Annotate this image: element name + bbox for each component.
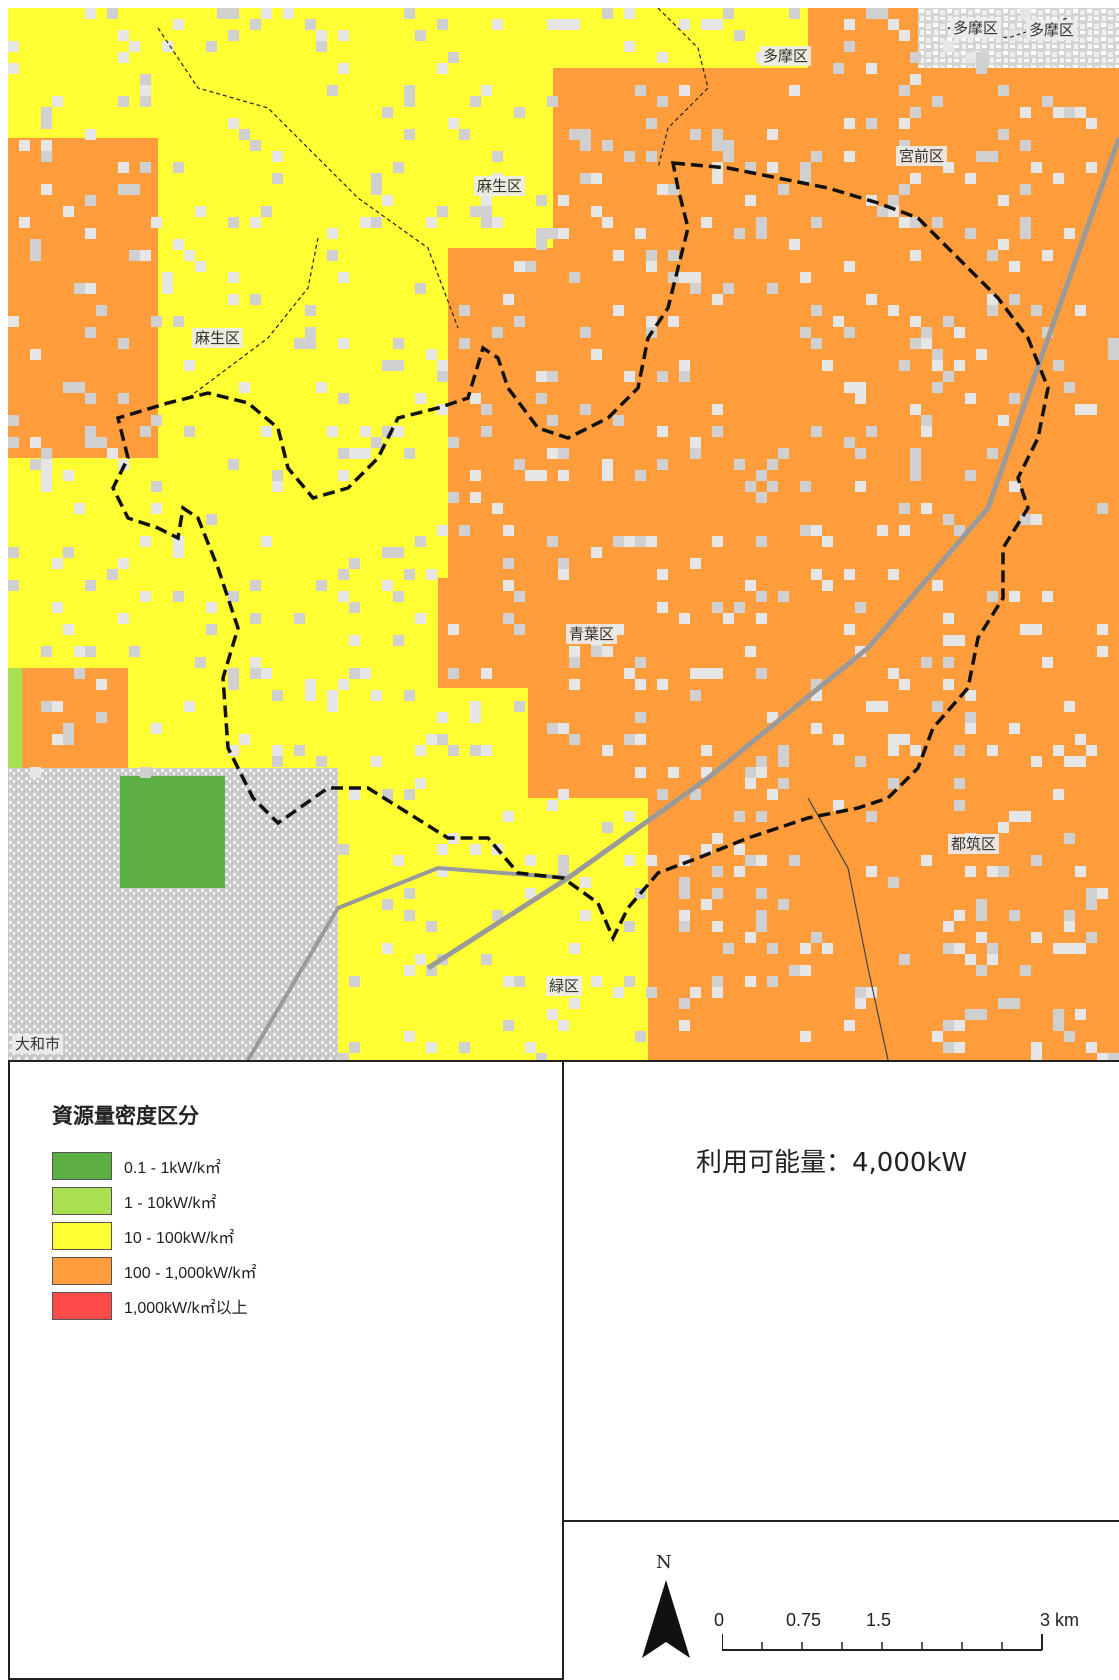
scale-tick-label: 3 km <box>1040 1610 1080 1630</box>
legend-title: 資源量密度区分 <box>52 1104 199 1128</box>
scale-tick-label: 1.5 <box>866 1610 892 1630</box>
scale-tick-label: 0.75 <box>786 1610 822 1630</box>
district-label-yamato: 大和市 <box>12 1034 64 1054</box>
district-label-miyamae: 宮前区 <box>896 146 948 166</box>
district-label-aoba: 青葉区 <box>566 624 618 644</box>
district-label-tama-3: 多摩区 <box>760 46 812 66</box>
district-label-midori: 緑区 <box>546 976 583 996</box>
legend-swatch <box>52 1257 112 1285</box>
ward-boundary <box>157 27 459 329</box>
aoba-ward-boundary <box>111 161 1050 943</box>
ward-boundary-3 <box>657 8 709 169</box>
info-panel: 利用可能量：4,000kW <box>562 1060 1119 1522</box>
map-canvas <box>8 8 1119 1060</box>
legend-item: 10 - 100kW/k㎡ <box>52 1222 235 1250</box>
north-arrow-icon <box>642 1580 690 1658</box>
legend-label: 10 - 100kW/k㎡ <box>124 1230 235 1247</box>
legend-item: 100 - 1,000kW/k㎡ <box>52 1257 257 1285</box>
legend-label: 100 - 1,000kW/k㎡ <box>124 1265 257 1282</box>
scale-panel: N 0 0.75 1.5 3 km <box>562 1520 1119 1680</box>
legend-item: 0.1 - 1kW/k㎡ <box>52 1152 221 1180</box>
district-label-asao-2: 麻生区 <box>192 328 244 348</box>
rail-line <box>426 137 1119 971</box>
north-label: N <box>656 1552 672 1573</box>
legend-item: 1 - 10kW/k㎡ <box>52 1187 217 1215</box>
legend-label: 1,000kW/k㎡以上 <box>124 1300 248 1317</box>
legend-panel: 資源量密度区分 0.1 - 1kW/k㎡ 1 - 10kW/k㎡ 10 - 10… <box>8 1060 564 1680</box>
legend-swatch <box>52 1152 112 1180</box>
river-line <box>807 797 889 1060</box>
urban-speckles <box>8 8 1119 1060</box>
legend-item: 1,000kW/k㎡以上 <box>52 1292 248 1320</box>
district-label-asao-1: 麻生区 <box>474 176 526 196</box>
zone-0.1-1 <box>120 776 225 888</box>
available-capacity-text: 利用可能量：4,000kW <box>696 1148 968 1178</box>
legend-swatch <box>52 1292 112 1320</box>
legend-swatch <box>52 1222 112 1250</box>
map-view[interactable]: 多摩区 多摩区 多摩区 宮前区 麻生区 麻生区 青葉区 都筑区 緑区 大和市 <box>8 8 1119 1060</box>
road-line <box>246 865 569 1060</box>
district-label-tsuzuki: 都筑区 <box>948 834 1000 854</box>
legend-label: 0.1 - 1kW/k㎡ <box>124 1160 221 1177</box>
scale-tick-label: 0 <box>714 1610 725 1630</box>
district-label-tama-2: 多摩区 <box>1026 20 1078 40</box>
zone-1-10 <box>8 668 22 768</box>
legend-swatch <box>52 1187 112 1215</box>
legend-label: 1 - 10kW/k㎡ <box>124 1195 217 1212</box>
scale-bar <box>722 1634 1043 1651</box>
district-label-tama-1: 多摩区 <box>950 18 1002 38</box>
